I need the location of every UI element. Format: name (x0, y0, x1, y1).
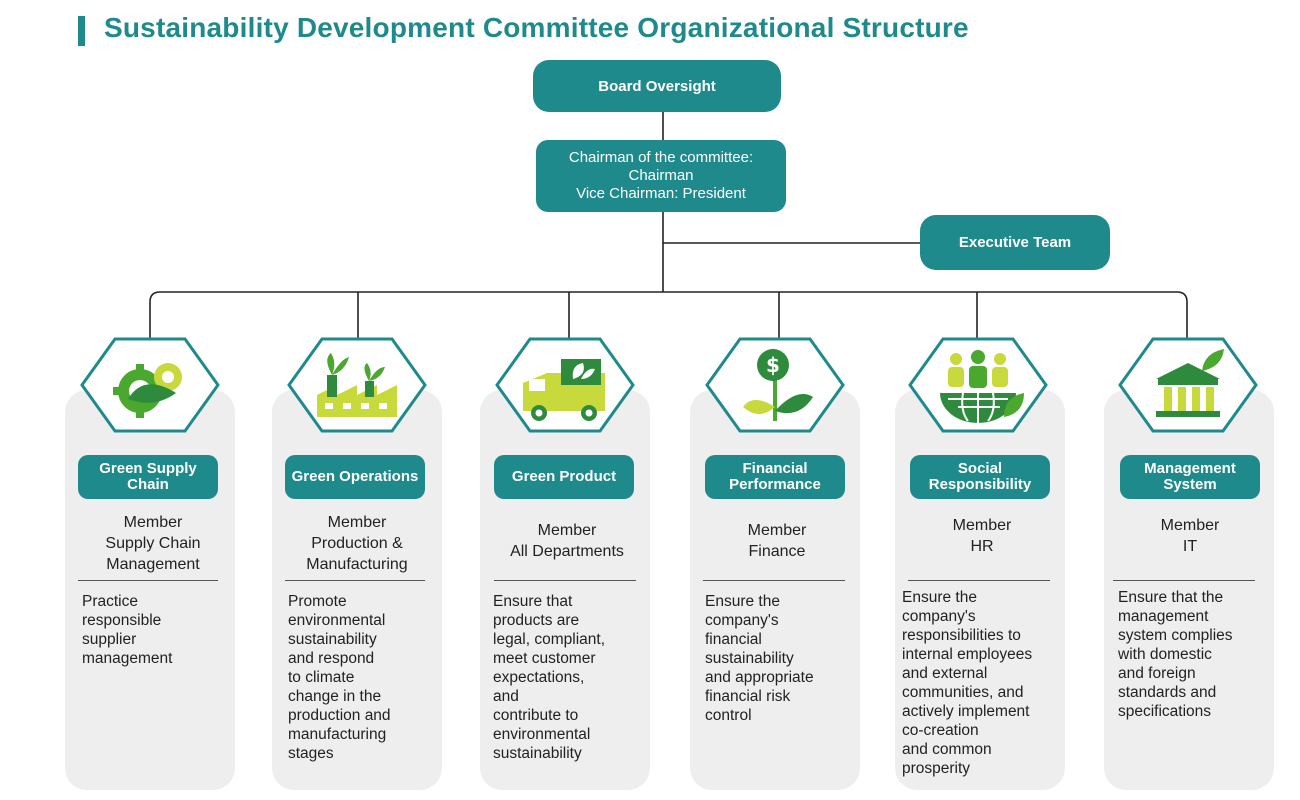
member-title: Member (1160, 517, 1220, 534)
divider-6 (1113, 580, 1255, 581)
institution-leaf-icon (1118, 335, 1258, 435)
team-description-3: Ensure that products are legal, complian… (493, 593, 606, 762)
member-block-2: Member Production & Manufacturing (272, 512, 442, 575)
svg-text:$: $ (766, 353, 780, 377)
member-title: Member (327, 514, 387, 531)
team-description-2: Promote environmental sustainability and… (288, 593, 391, 762)
member-block-6: Member IT (1105, 515, 1275, 557)
member-department: HR (970, 538, 994, 555)
divider-4 (703, 580, 845, 581)
member-block-3: Member All Departments (482, 520, 652, 562)
page-title: Sustainability Development Committee Org… (104, 12, 969, 43)
connector-horizontal-bus (149, 291, 1188, 340)
chairman-line-1: Chairman of the committee: (568, 149, 754, 166)
member-block-5: Member HR (897, 515, 1067, 557)
member-title: Member (952, 517, 1012, 534)
dollar-plant-icon: $ (705, 335, 845, 435)
team-pill-green-operations: Green Operations (285, 455, 425, 499)
people-globe-icon (908, 335, 1048, 435)
factory-plant-icon (287, 335, 427, 435)
member-title: Member (123, 514, 183, 531)
chairman-line-2: Chairman (628, 167, 694, 184)
team-description-4: Ensure the company's financial sustainab… (705, 593, 814, 724)
team-pill-financial-performance: Financial Performance (705, 455, 845, 499)
member-department: All Departments (510, 543, 624, 560)
member-block-1: Member Supply Chain Management (68, 512, 238, 575)
member-title: Member (747, 522, 807, 539)
member-department: Supply Chain Management (105, 535, 201, 573)
team-description-5: Ensure the company's responsibilities to… (902, 589, 1033, 777)
team-description-6: Ensure that the management system compli… (1118, 589, 1233, 720)
divider-1 (78, 580, 218, 581)
member-department: Finance (748, 543, 806, 560)
team-pill-social-responsibility: Social Responsibility (910, 455, 1050, 499)
team-pill-green-supply-chain: Green Supply Chain (78, 455, 218, 499)
team-card-green-supply-chain (65, 390, 235, 790)
team-pill-management-system: Management System (1120, 455, 1260, 499)
member-department: Production & Manufacturing (306, 535, 408, 573)
divider-5 (908, 580, 1050, 581)
chairman-box: Chairman of the committee: Chairman Vice… (536, 140, 786, 212)
member-block-4: Member Finance (692, 520, 862, 562)
team-card-financial-performance (690, 390, 860, 790)
divider-3 (494, 580, 636, 581)
delivery-truck-leaf-icon (495, 335, 635, 435)
board-oversight-box: Board Oversight (533, 60, 781, 112)
title-accent-bar (78, 16, 85, 46)
gear-leaf-icon (80, 335, 220, 435)
team-description-1: Practice responsible supplier management (82, 593, 173, 667)
executive-team-box: Executive Team (920, 215, 1110, 270)
team-pill-green-product: Green Product (494, 455, 634, 499)
member-department: IT (1182, 538, 1198, 555)
member-title: Member (537, 522, 597, 539)
chairman-line-3: Vice Chairman: President (576, 185, 746, 202)
divider-2 (285, 580, 425, 581)
